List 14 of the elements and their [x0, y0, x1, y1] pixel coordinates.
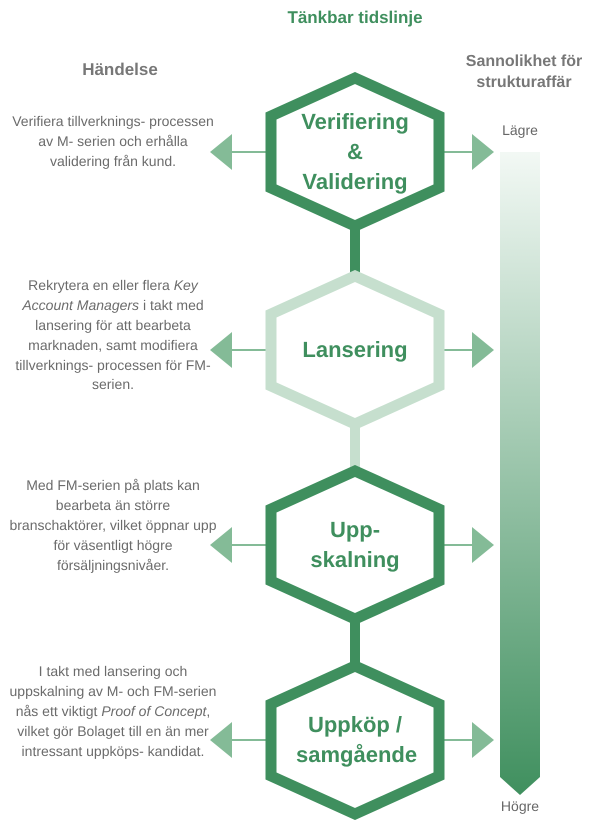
stage-hexagon: Upp- skalning	[265, 465, 445, 625]
column-header: Händelse	[81, 60, 159, 80]
event-description: Verifiera tillverknings- processen av M- serien och erhålla validering från kund.	[8, 112, 218, 172]
scale-label: Lägre	[501, 122, 539, 138]
event-description: Med FM-serien på plats kan bearbeta än större branschaktörer, vilket öppnar upp för väsentligt högre försäljningsnivåer.	[8, 476, 218, 576]
stage-hexagon: Verifiering & Validering	[265, 72, 445, 232]
stage-hexagon: Uppköp / samgående	[265, 660, 445, 820]
event-description: Rekrytera en eller flera Key Account Managers i takt med lansering för att bearbeta marknaden, samt modifiera tillverknings- processen för FM-serien.	[8, 276, 218, 396]
column-header: Sannolikhet för strukturaffär	[464, 52, 584, 93]
scale-label: Högre	[500, 798, 540, 814]
gradient-arrow-bar	[500, 152, 540, 795]
event-description: I takt med lansering och uppskalning av M- och FM-serien nås ett viktigt Proof of Concept, vilket gör Bolaget till en än mer intressant uppköps- kandidat.	[8, 662, 218, 762]
stage-hexagon: Lansering	[265, 270, 445, 430]
diagram-title: Tänkbar tidslinje	[286, 8, 424, 28]
